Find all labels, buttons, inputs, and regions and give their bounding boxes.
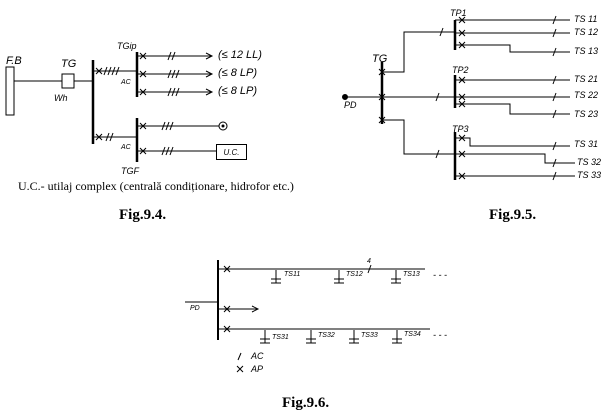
fig95-label-ts21: TS 21: [574, 74, 599, 84]
fig96-label-ts32: TS32: [318, 332, 335, 339]
feeder-tp3: [378, 116, 457, 180]
fig94-label-tg: TG: [61, 58, 77, 70]
fig96-caption: Fig.9.6.: [282, 395, 330, 411]
fig96-label-ts34: TS34: [404, 331, 421, 338]
fig94-label-uc: U.C.: [223, 147, 240, 157]
fig94-label-load3: (≤ 8 LP): [218, 85, 258, 97]
fig95-label-ts13: TS 13: [574, 46, 599, 56]
fig95-label-ts31: TS 31: [574, 139, 599, 149]
fig94-uc-box: U.C.: [216, 144, 247, 160]
tgip-circuit-2: [137, 69, 214, 79]
tgip-cable-marks: [103, 66, 120, 76]
fig94-label-load2: (≤ 8 LP): [218, 67, 258, 79]
tgip-breaker-mark: [95, 67, 103, 75]
pd-node: [342, 94, 348, 100]
tgf-breaker-mark: [95, 133, 103, 141]
fig94-label-tgf: TGF: [121, 166, 139, 176]
fig96-label-ts31: TS31: [272, 334, 289, 341]
fig95-label-tp3: TP3: [452, 124, 469, 134]
meter-box: [61, 73, 75, 89]
fig96-top-feeder: [218, 264, 425, 284]
fig95-label-pd: PD: [344, 100, 357, 110]
fig94-label-ac-top: AC: [121, 79, 131, 86]
fig94-label-wh: Wh: [54, 93, 68, 103]
fig94-label-ac-bottom: AC: [121, 144, 131, 151]
fig95-label-ts22: TS 22: [574, 90, 599, 100]
fig96-diagram: [185, 260, 430, 373]
fig94-note: U.C.- utilaj complex (centrală condițion…: [18, 179, 294, 193]
fig96-label-ts33: TS33: [361, 332, 378, 339]
fig96-dots-top: - - -: [433, 270, 447, 280]
fig96-legend-ac: AC: [251, 351, 264, 361]
fig96-label-pd: PD: [190, 305, 200, 312]
fig95-label-ts23: TS 23: [574, 109, 599, 119]
tgip-circuit-1: [137, 51, 214, 61]
legend-ap-symbol: [236, 365, 244, 373]
fig95-diagram: [342, 15, 575, 181]
feeder-tp1: [378, 20, 457, 76]
tp2-circuits: [455, 75, 570, 119]
fig94-label-fb: F.B: [6, 55, 22, 67]
fig95-label-ts32: TS 32: [577, 157, 602, 167]
fig95-caption: Fig.9.5.: [489, 207, 537, 223]
legend-ac-symbol: [237, 352, 242, 361]
feeder-tp2: [378, 75, 457, 108]
fig96-label-ts13: TS13: [403, 271, 420, 278]
fig95-label-ts12: TS 12: [574, 27, 599, 37]
fig94-label-tgip: TGip: [117, 41, 137, 51]
fig96-label-mark4: 4: [367, 258, 371, 265]
fig95-label-ts11: TS 11: [574, 14, 598, 24]
tgf-circuit-uc: [137, 146, 216, 156]
tgip-circuit-3: [137, 87, 214, 97]
fb-source-block: [5, 66, 15, 116]
tgf-cable-marks: [105, 132, 114, 142]
fig96-bottom-feeder: [218, 325, 430, 344]
fig96-middle-feeder: [218, 305, 260, 313]
tgf-circuit-motor: [137, 121, 228, 131]
fig96-label-ts11: TS11: [284, 271, 301, 278]
fig95-label-tp1: TP1: [450, 8, 467, 18]
fig95-label-tg: TG: [372, 53, 388, 65]
fig94-diagram: [5, 51, 228, 162]
tp3-circuits: [455, 134, 575, 181]
fig96-legend-ap: AP: [251, 364, 264, 374]
fig94-label-load1: (≤ 12 LL): [218, 49, 262, 61]
fig96-dots-bottom: - - -: [433, 330, 447, 340]
fig94-caption: Fig.9.4.: [119, 207, 167, 223]
fig96-label-ts12: TS12: [346, 271, 363, 278]
fig95-label-tp2: TP2: [452, 65, 469, 75]
tp1-circuits: [455, 15, 570, 57]
fig95-label-ts33: TS 33: [577, 170, 602, 180]
